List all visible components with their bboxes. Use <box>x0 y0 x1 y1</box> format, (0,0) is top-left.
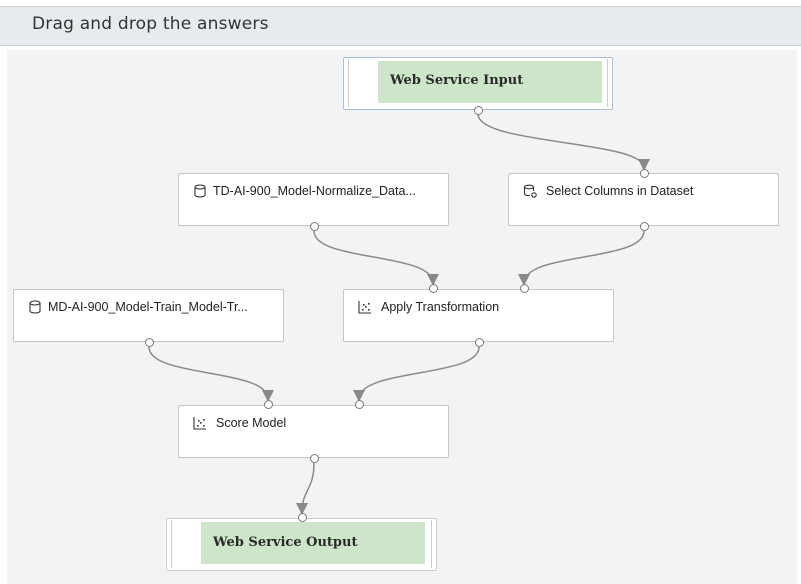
dataset-cylinder-icon <box>29 300 41 314</box>
train-model-node[interactable]: MD-AI-900_Model-Train_Model-Tr... <box>13 289 284 342</box>
output-port[interactable] <box>474 106 483 115</box>
answer-fill <box>201 522 425 564</box>
scatter-plot-icon <box>193 417 206 430</box>
edge-select-columns-to-apply <box>518 230 645 286</box>
score-model-label: Score Model <box>216 416 287 430</box>
output-port[interactable] <box>310 454 319 463</box>
output-port[interactable] <box>310 222 319 231</box>
edge-apply-to-score <box>353 346 480 402</box>
input-port[interactable] <box>429 284 438 293</box>
score-model-node[interactable]: Score Model <box>178 405 449 458</box>
web-service-output-label: Web Service Output <box>213 535 358 550</box>
input-port[interactable] <box>520 284 529 293</box>
output-port[interactable] <box>475 338 484 347</box>
web-service-input-node[interactable]: Web Service Input <box>343 57 613 110</box>
input-port[interactable] <box>298 513 307 522</box>
edge-score-to-output <box>296 462 315 515</box>
select-columns-node[interactable]: Select Columns in Dataset <box>508 169 779 226</box>
web-service-output-node[interactable]: Web Service Output <box>166 518 437 571</box>
apply-transformation-label: Apply Transformation <box>381 300 500 314</box>
edge-input-to-select-columns <box>477 113 650 171</box>
header-bar: Drag and drop the answers <box>0 6 801 46</box>
output-port[interactable] <box>640 222 649 231</box>
apply-transformation-node[interactable]: Apply Transformation <box>343 289 614 342</box>
input-port[interactable] <box>264 400 273 409</box>
dataset-cylinder-icon <box>194 184 206 198</box>
scatter-plot-icon <box>358 301 371 314</box>
answer-slot-frame <box>348 59 608 107</box>
header-title: Drag and drop the answers <box>32 14 269 34</box>
edge-train-to-score <box>148 346 274 402</box>
normalize-data-label: TD-AI-900_Model-Normalize_Data... <box>213 184 416 198</box>
train-model-label: MD-AI-900_Model-Train_Model-Tr... <box>48 300 248 314</box>
output-port[interactable] <box>145 338 154 347</box>
select-columns-label: Select Columns in Dataset <box>546 184 694 198</box>
input-port[interactable] <box>640 169 649 178</box>
answer-slot-frame <box>171 520 432 568</box>
normalize-data-node[interactable]: TD-AI-900_Model-Normalize_Data... <box>178 173 449 226</box>
web-service-input-label: Web Service Input <box>390 73 524 88</box>
answer-fill <box>378 61 602 103</box>
input-port[interactable] <box>355 400 364 409</box>
select-columns-icon <box>523 184 537 198</box>
edge-normalize-to-apply <box>313 230 439 286</box>
